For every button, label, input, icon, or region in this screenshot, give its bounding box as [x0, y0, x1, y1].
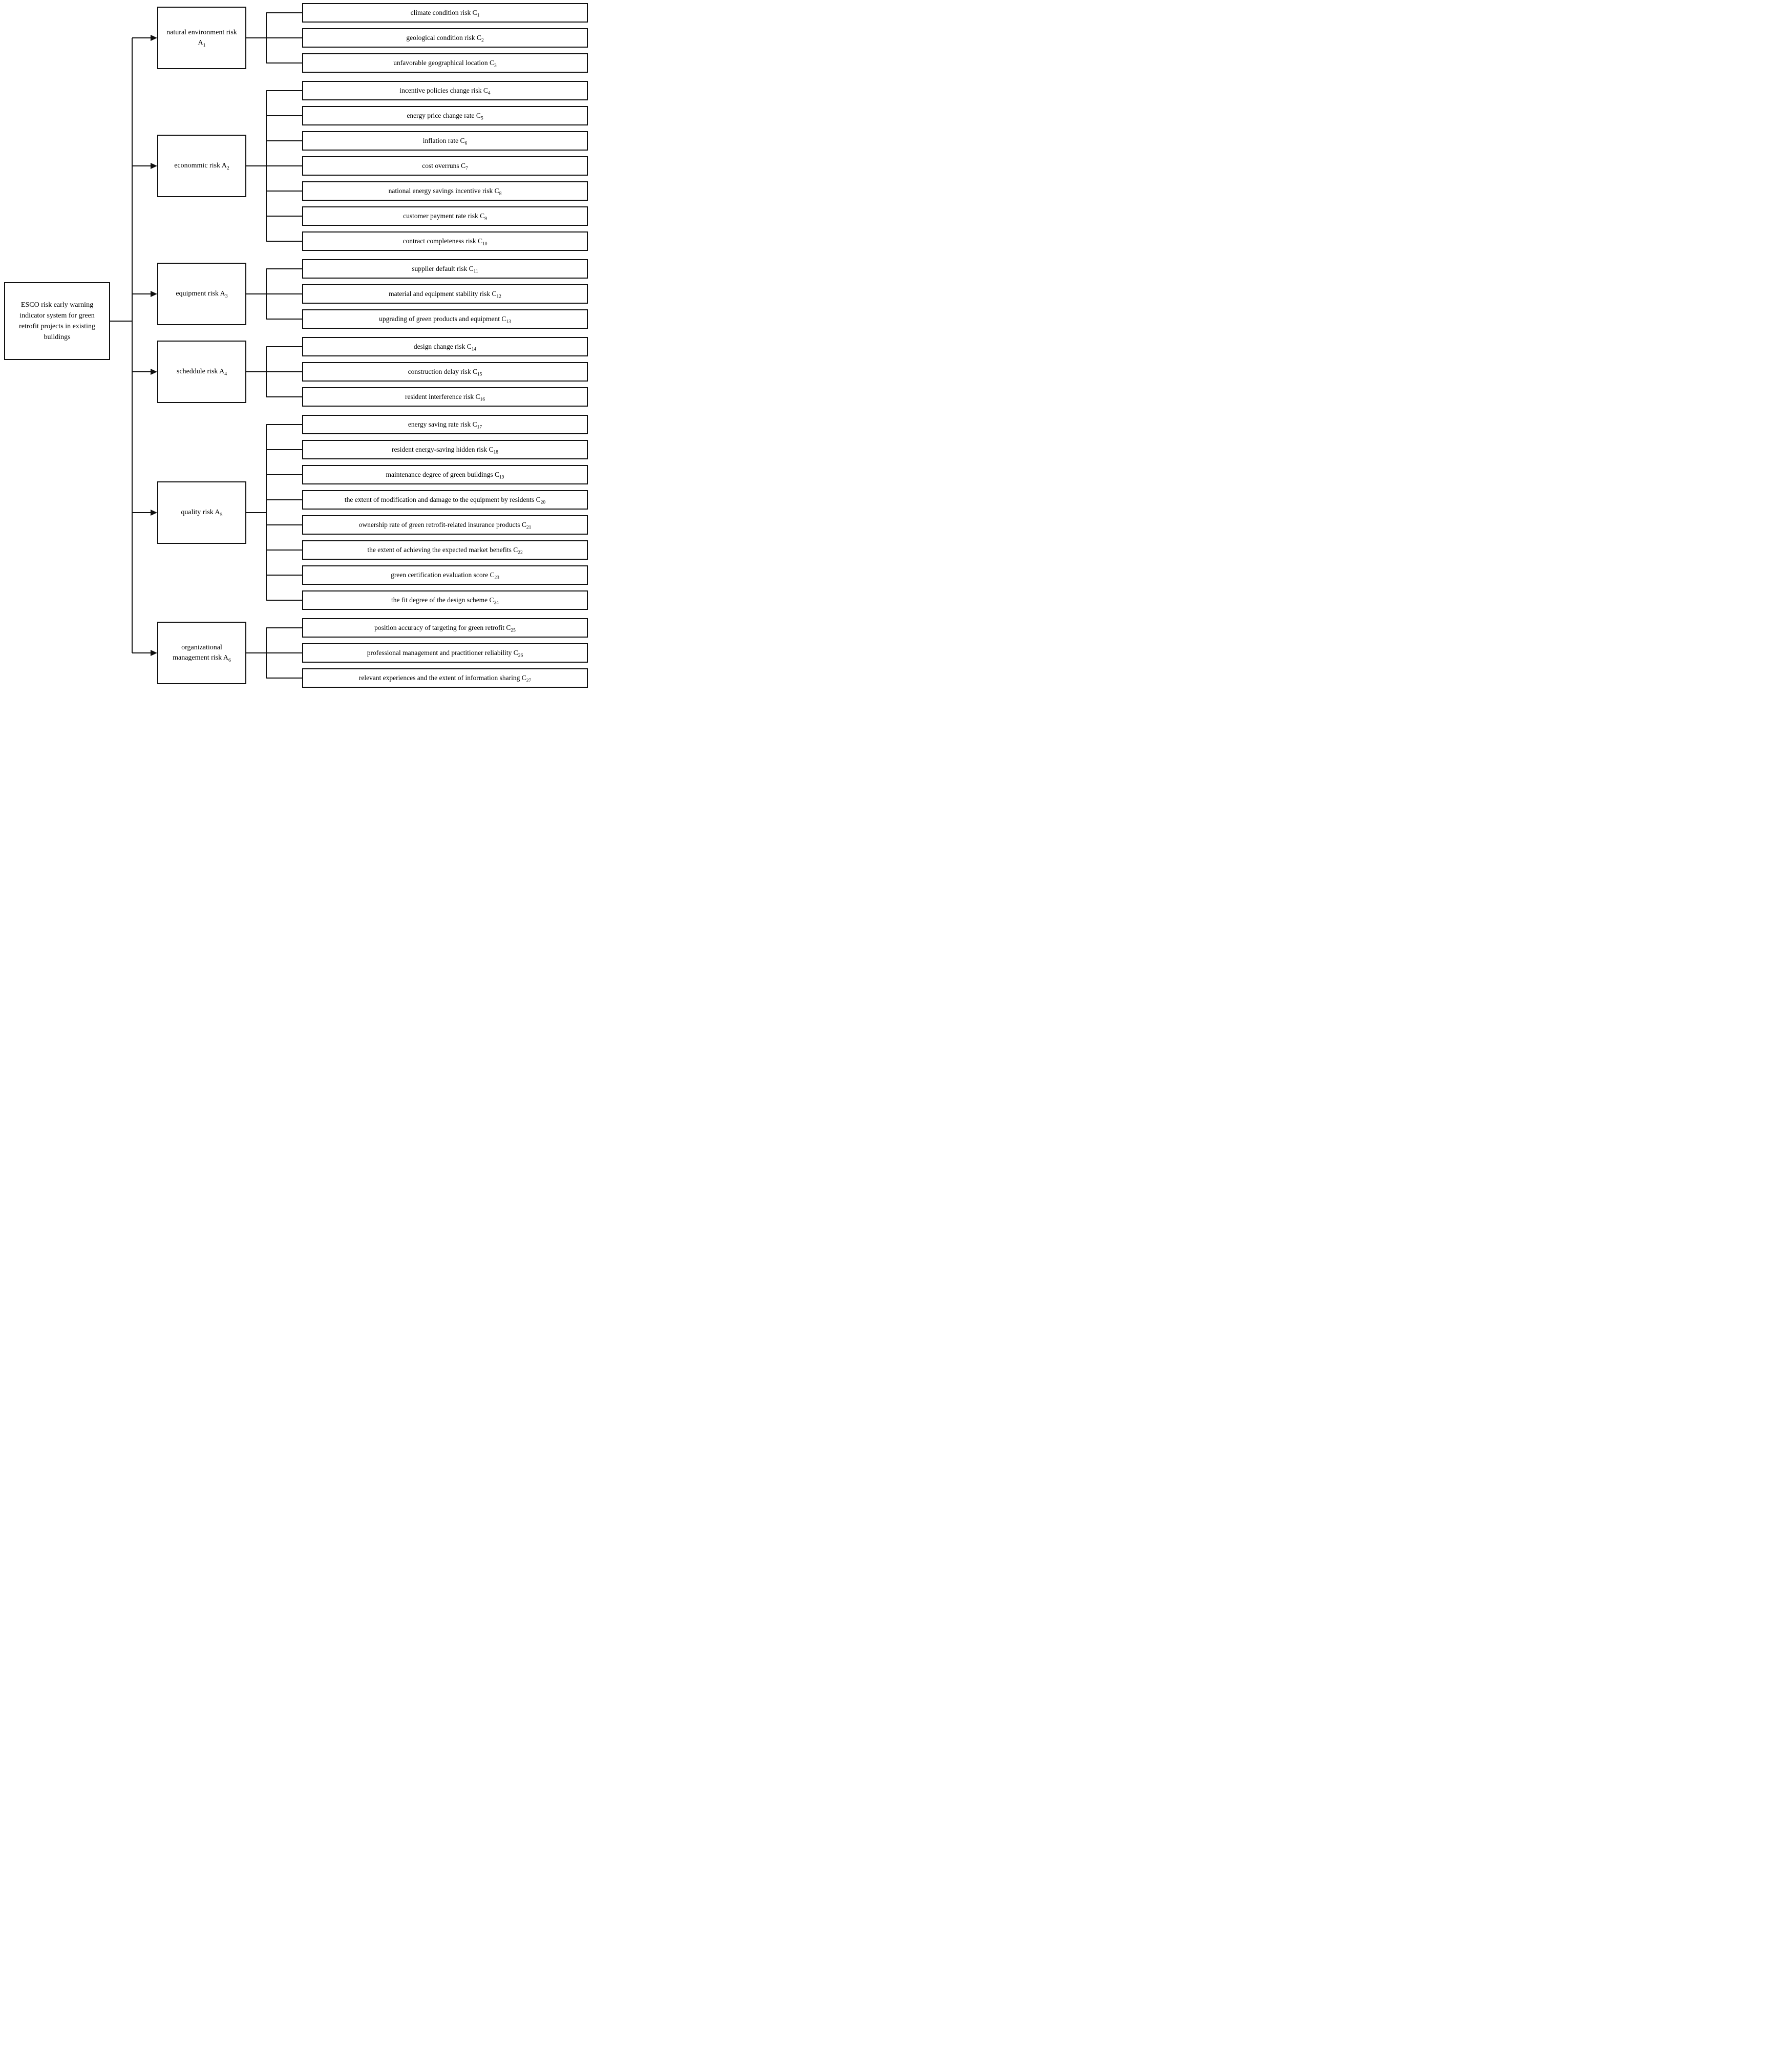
- category-box-a3-label: equipment risk A3: [176, 290, 228, 299]
- indicator-box-c20: the extent of modification and damage to…: [302, 490, 588, 510]
- indicator-box-c13-label: upgrading of green products and equipmen…: [379, 314, 511, 325]
- indicator-box-c15-label: construction delay risk C15: [408, 367, 482, 377]
- indicator-box-c7-label: cost overruns C7: [422, 161, 468, 172]
- indicator-box-c12-label: material and equipment stability risk C1…: [389, 289, 501, 300]
- risk-indicator-hierarchy-diagram: ESCO risk early warning indicator system…: [0, 0, 593, 691]
- indicator-box-c4: incentive policies change risk C4: [302, 81, 588, 100]
- indicator-box-c20-label: the extent of modification and damage to…: [344, 495, 546, 505]
- indicator-box-c15: construction delay risk C15: [302, 362, 588, 382]
- indicator-box-c10-label: contract completeness risk C10: [403, 237, 488, 247]
- indicator-box-c22-label: the extent of achieving the expected mar…: [367, 545, 523, 556]
- category-box-a5: quality risk A5: [157, 481, 246, 544]
- indicator-box-c4-label: incentive policies change risk C4: [399, 86, 491, 96]
- indicator-box-c6-label: inflation rate C6: [422, 136, 468, 146]
- indicator-box-c25: position accuracy of targeting for green…: [302, 618, 588, 638]
- indicator-box-c19-label: maintenance degree of green buildings C1…: [386, 470, 504, 480]
- category-box-a5-label: quality risk A5: [181, 509, 223, 518]
- category-box-a1: natural environment risk A1: [157, 7, 246, 69]
- indicator-box-c3: unfavorable geographical location C3: [302, 53, 588, 73]
- category-box-a6: organizational management risk A6: [157, 622, 246, 684]
- indicator-box-c22: the extent of achieving the expected mar…: [302, 540, 588, 560]
- indicator-box-c24: the fit degree of the design scheme C24: [302, 590, 588, 610]
- indicator-box-c1: climate condition risk C1: [302, 3, 588, 23]
- category-box-a6-label: organizational management risk A6: [173, 644, 231, 663]
- indicator-box-c23-label: green certification evaluation score C23: [391, 570, 499, 581]
- indicator-box-c10: contract completeness risk C10: [302, 231, 588, 251]
- connector-lines: [110, 12, 302, 679]
- category-box-a4: scheddule risk A4: [157, 341, 246, 403]
- indicator-box-c8: national energy savings incentive risk C…: [302, 181, 588, 201]
- indicator-box-c26: professional management and practitioner…: [302, 643, 588, 663]
- category-box-a1-label: natural environment risk A1: [166, 29, 237, 48]
- indicator-box-c13: upgrading of green products and equipmen…: [302, 309, 588, 329]
- indicator-box-c18-label: resident energy-saving hidden risk C18: [392, 445, 498, 455]
- indicator-box-c17-label: energy saving rate risk C17: [408, 420, 482, 430]
- root-box: ESCO risk early warning indicator system…: [4, 282, 110, 360]
- indicator-box-c2: geological condition risk C2: [302, 28, 588, 48]
- indicator-box-c25-label: position accuracy of targeting for green…: [374, 623, 516, 633]
- arrowhead-icon: [151, 291, 157, 297]
- indicator-box-c6: inflation rate C6: [302, 131, 588, 151]
- indicator-box-c26-label: professional management and practitioner…: [367, 648, 523, 659]
- category-box-a2-label: econommic risk A2: [174, 162, 229, 171]
- indicator-box-c11: supplier default risk C11: [302, 259, 588, 279]
- indicator-box-c24-label: the fit degree of the design scheme C24: [391, 596, 499, 606]
- indicator-box-c7: cost overruns C7: [302, 156, 588, 176]
- indicator-box-c21: ownership rate of green retrofit-related…: [302, 515, 588, 535]
- indicator-box-c16-label: resident interference risk C16: [405, 392, 485, 403]
- indicator-box-c1-label: climate condition risk C1: [410, 8, 480, 18]
- root-label: ESCO risk early warning indicator system…: [19, 301, 95, 341]
- indicator-box-c5-label: energy price change rate C5: [407, 111, 483, 121]
- indicator-box-c14-label: design change risk C14: [413, 342, 477, 352]
- category-box-a4-label: scheddule risk A4: [176, 368, 227, 377]
- indicator-box-c9-label: customer payment rate risk C9: [403, 212, 487, 222]
- indicator-box-c18: resident energy-saving hidden risk C18: [302, 440, 588, 459]
- arrowhead-icon: [151, 510, 157, 516]
- indicator-box-c8-label: national energy savings incentive risk C…: [388, 186, 502, 197]
- indicator-box-c11-label: supplier default risk C11: [412, 264, 478, 274]
- indicator-box-c23: green certification evaluation score C23: [302, 565, 588, 585]
- category-box-a2: econommic risk A2: [157, 135, 246, 197]
- indicator-box-c21-label: ownership rate of green retrofit-related…: [358, 520, 532, 531]
- indicator-box-c9: customer payment rate risk C9: [302, 206, 588, 226]
- indicator-box-c17: energy saving rate risk C17: [302, 415, 588, 434]
- arrowhead-icon: [151, 369, 157, 375]
- indicator-box-c19: maintenance degree of green buildings C1…: [302, 465, 588, 484]
- indicator-box-c14: design change risk C14: [302, 337, 588, 356]
- indicator-box-c16: resident interference risk C16: [302, 387, 588, 407]
- indicator-box-c2-label: geological condition risk C2: [406, 33, 484, 44]
- arrowhead-icon: [151, 163, 157, 169]
- indicator-box-c5: energy price change rate C5: [302, 106, 588, 125]
- indicator-box-c27: relevant experiences and the extent of i…: [302, 668, 588, 688]
- arrowhead-icon: [151, 35, 157, 41]
- category-box-a3: equipment risk A3: [157, 263, 246, 325]
- indicator-box-c27-label: relevant experiences and the extent of i…: [358, 673, 532, 684]
- arrowhead-icon: [151, 650, 157, 656]
- indicator-box-c3-label: unfavorable geographical location C3: [393, 58, 497, 69]
- indicator-box-c12: material and equipment stability risk C1…: [302, 284, 588, 304]
